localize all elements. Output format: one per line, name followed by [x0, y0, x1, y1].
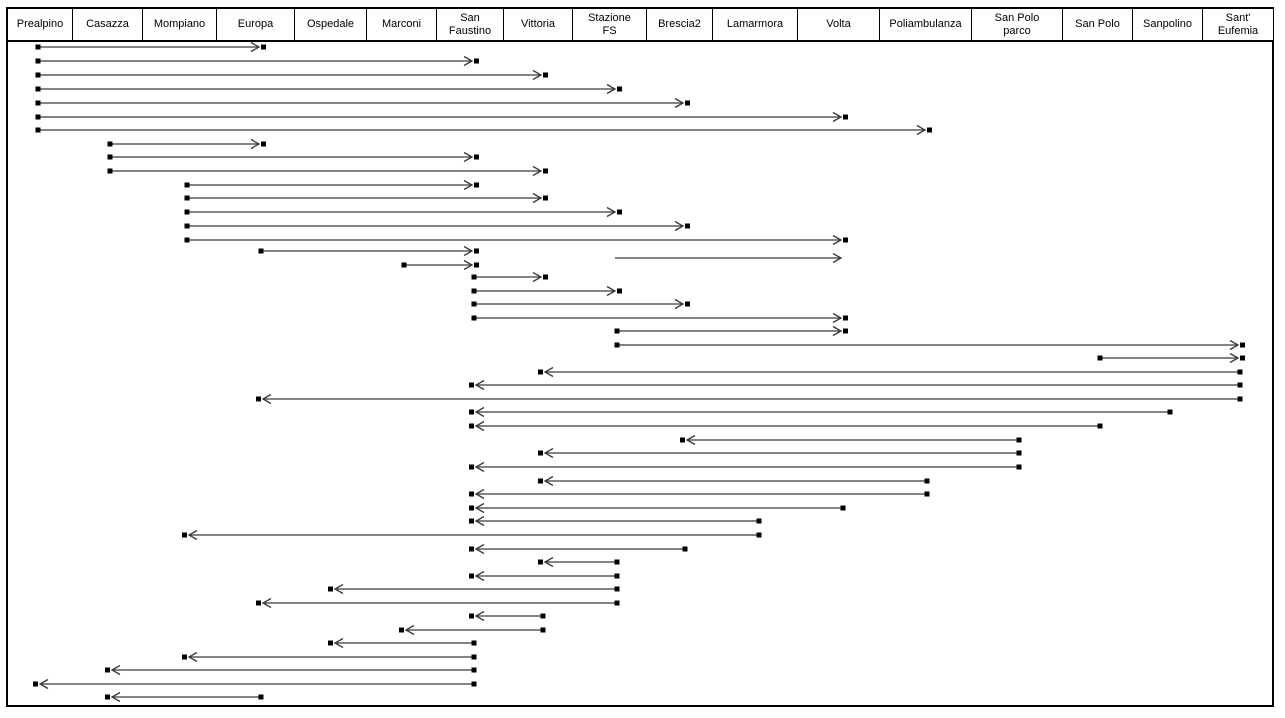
- station-header-sanpolino: Sanpolino: [1133, 9, 1203, 40]
- station-header-lamarmora: Lamarmora: [713, 9, 798, 40]
- station-header-vittoria: Vittoria: [504, 9, 573, 40]
- station-header-stazione-fs: Stazione FS: [573, 9, 647, 40]
- station-header-san-faustino: San Faustino: [437, 9, 504, 40]
- station-header-europa: Europa: [217, 9, 295, 40]
- header-underline: [8, 40, 1273, 42]
- station-header-san-polo-parco: San Polo parco: [972, 9, 1063, 40]
- station-header-marconi: Marconi: [367, 9, 437, 40]
- diagram-frame: [6, 7, 1274, 707]
- station-header-ospedale: Ospedale: [295, 9, 367, 40]
- station-header-volta: Volta: [798, 9, 880, 40]
- station-header-san-polo: San Polo: [1063, 9, 1133, 40]
- station-header-casazza: Casazza: [73, 9, 143, 40]
- station-header-brescia2: Brescia2: [647, 9, 713, 40]
- station-header-poliambulanza: Poliambulanza: [880, 9, 972, 40]
- station-header-sant-eufemia: Sant' Eufemia: [1203, 9, 1273, 40]
- station-header-mompiano: Mompiano: [143, 9, 217, 40]
- station-header-prealpino: Prealpino: [8, 9, 73, 40]
